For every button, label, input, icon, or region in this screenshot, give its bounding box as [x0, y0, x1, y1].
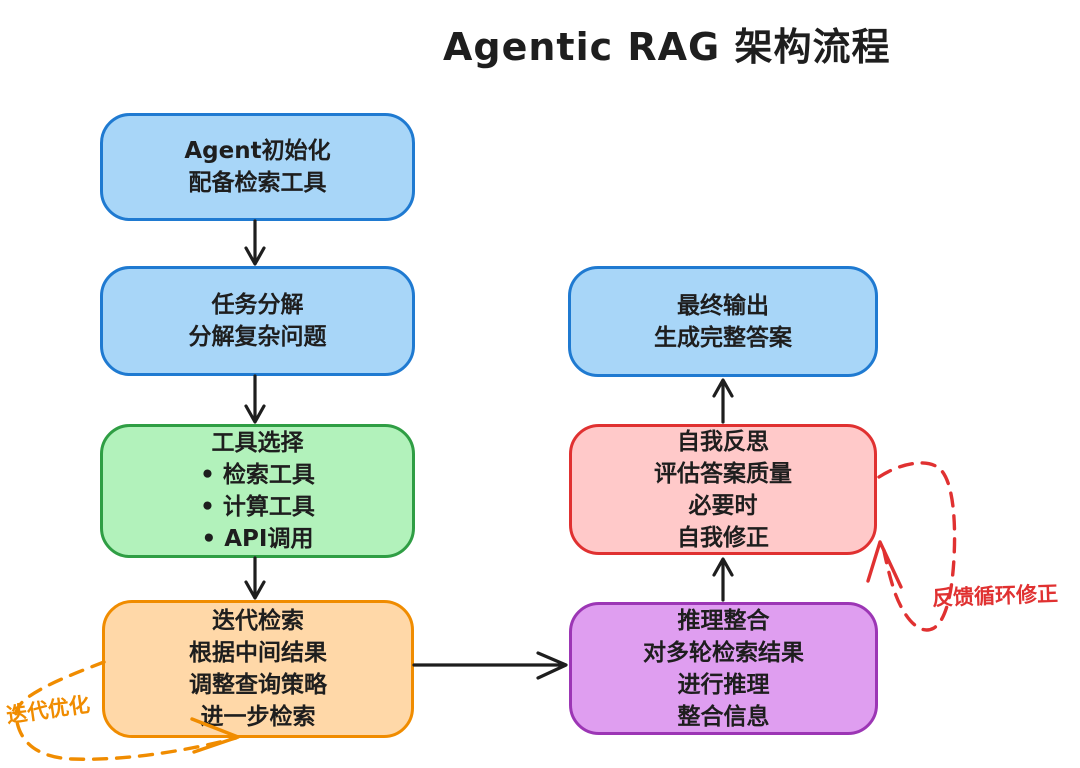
node-line: 进行推理 — [677, 671, 770, 698]
node-self-reflection: 自我反思 评估答案质量 必要时 自我修正 — [569, 424, 877, 555]
node-line: 最终输出 — [677, 292, 769, 319]
arrow-reflection-to-output — [712, 378, 734, 424]
node-final-output: 最终输出 生成完整答案 — [568, 266, 878, 377]
node-line: 对多轮检索结果 — [643, 639, 804, 666]
arrow-reasoning-to-reflection — [712, 557, 734, 602]
node-tool-select: 工具选择 • 检索工具 • 计算工具 • API调用 — [100, 424, 415, 558]
diagram-title: Agentic RAG 架构流程 — [443, 25, 891, 69]
node-line: Agent初始化 — [184, 138, 331, 164]
label-iterative-optimization: 迭代优化 — [4, 692, 92, 728]
node-line: 任务分解 — [211, 292, 304, 318]
node-line: 调整查询策略 — [189, 672, 327, 698]
label-feedback-loop: 反馈循环修正 — [931, 581, 1059, 611]
node-line: • API调用 — [201, 526, 314, 552]
node-line: 分解复杂问题 — [188, 324, 327, 350]
arrow-retrieval-to-reasoning — [412, 651, 568, 680]
loop-feedback-correction-arrowhead — [866, 540, 903, 589]
node-reasoning: 推理整合 对多轮检索结果 进行推理 整合信息 — [569, 602, 878, 735]
node-line: 必要时 — [688, 492, 758, 519]
node-agent-init: Agent初始化 配备检索工具 — [100, 113, 415, 221]
node-iterative-retrieval: 迭代检索 根据中间结果 调整查询策略 进一步检索 — [102, 600, 414, 738]
arrow-tool-to-retrieval — [244, 556, 266, 600]
node-line: • 检索工具 — [200, 462, 315, 488]
node-line: 评估答案质量 — [654, 460, 792, 487]
node-line: 自我反思 — [677, 428, 769, 455]
node-line: 推理整合 — [677, 607, 770, 634]
node-line: 生成完整答案 — [654, 324, 792, 351]
node-line: • 计算工具 — [200, 494, 315, 520]
node-line: 整合信息 — [677, 703, 770, 730]
node-line: 自我修正 — [677, 524, 769, 551]
arrow-init-to-task — [244, 219, 266, 266]
node-line: 工具选择 — [211, 430, 304, 456]
arrow-task-to-tool — [244, 374, 266, 424]
node-line: 配备检索工具 — [188, 170, 327, 196]
node-line: 进一步检索 — [200, 704, 316, 730]
node-task-decompose: 任务分解 分解复杂问题 — [100, 266, 415, 376]
node-line: 迭代检索 — [212, 608, 304, 634]
node-line: 根据中间结果 — [189, 640, 327, 666]
